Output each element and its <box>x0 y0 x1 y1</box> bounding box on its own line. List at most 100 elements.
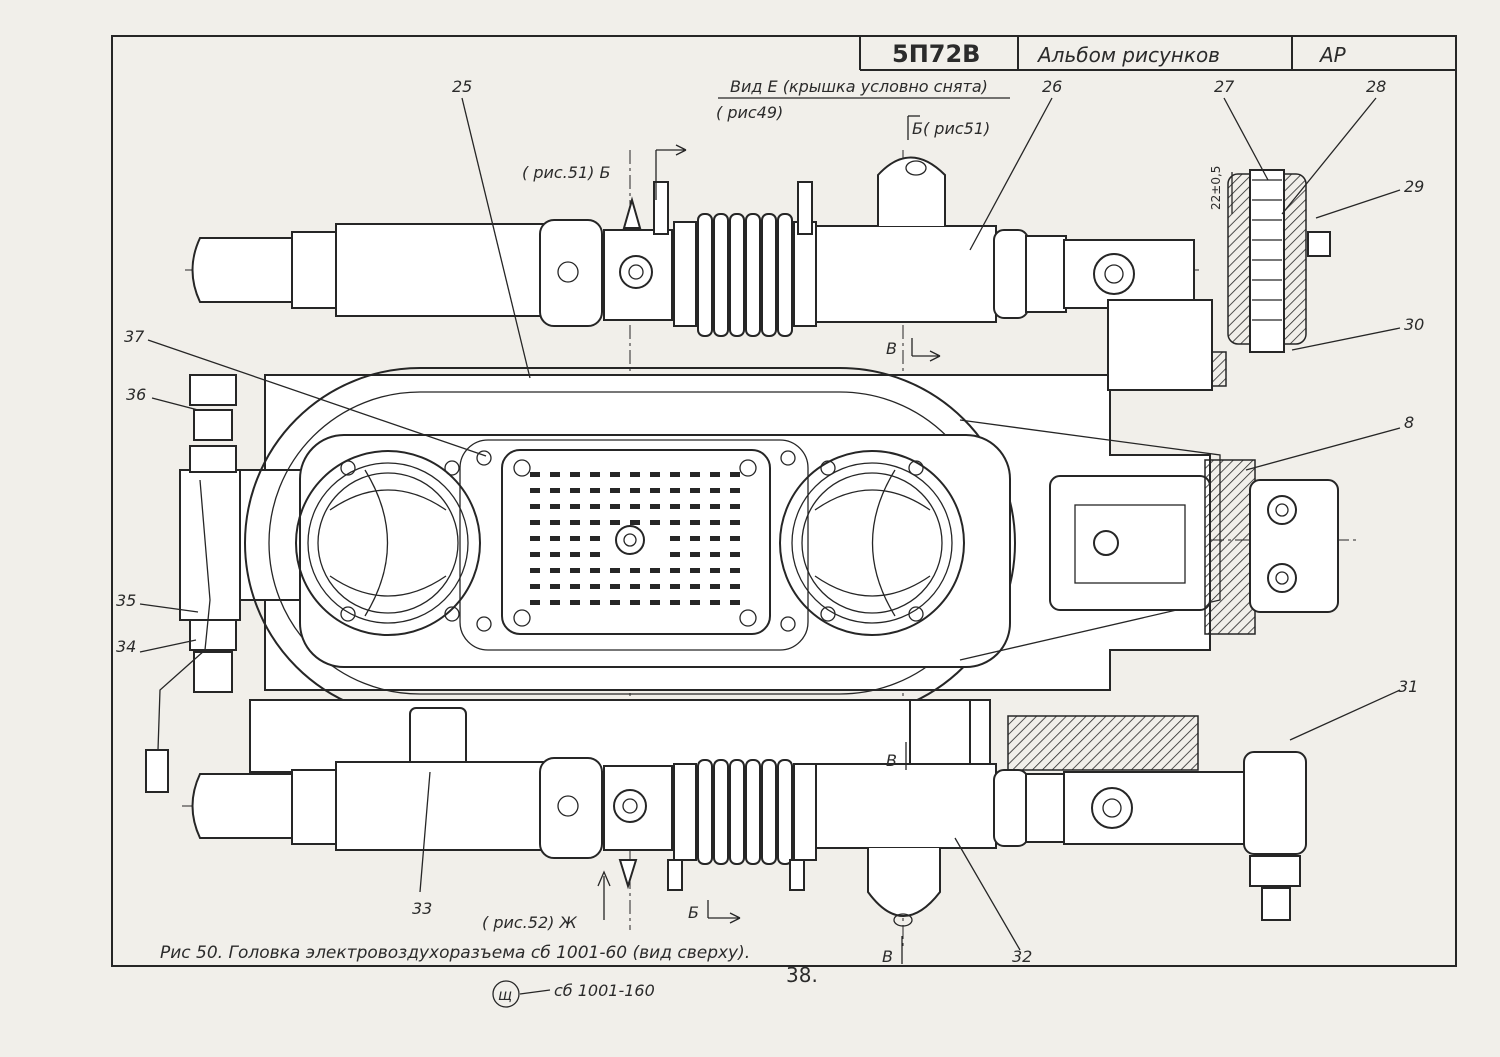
contact-pin <box>530 568 540 573</box>
contact-pin <box>670 536 680 541</box>
contact-pin <box>670 568 680 573</box>
contact-pin <box>610 600 620 605</box>
callout-8: 8 <box>1404 413 1414 432</box>
contact-pin <box>530 488 540 493</box>
title-code: 5П72В <box>892 40 980 68</box>
contact-pin <box>570 584 580 589</box>
section-ref-v-mid: В <box>886 339 897 358</box>
contact-pin <box>670 504 680 509</box>
contact-pin <box>690 584 700 589</box>
contact-pin <box>650 584 660 589</box>
right-porthole <box>779 450 965 636</box>
contact-pin <box>550 584 560 589</box>
dim-label: 22±0,5 <box>1209 166 1223 210</box>
callout-33: 33 <box>412 899 432 918</box>
callout-35: 35 <box>116 591 136 610</box>
contact-pin-grid <box>530 472 740 605</box>
contact-pin <box>550 536 560 541</box>
stamp-mark: щ <box>498 986 512 1004</box>
contact-pin <box>670 552 680 557</box>
contact-pin <box>530 520 540 525</box>
contact-pin <box>730 584 740 589</box>
contact-pin <box>690 504 700 509</box>
contact-pin <box>590 520 600 525</box>
view-note-line1: Вид Е (крышка условно снята) <box>730 77 988 96</box>
right-terminal-block <box>1049 459 1339 635</box>
figure-caption: Рис 50. Головка электровоздухоразъема сб… <box>160 943 750 963</box>
contact-pin <box>590 568 600 573</box>
contact-pin <box>630 568 640 573</box>
contact-pin <box>610 488 620 493</box>
contact-pin <box>570 488 580 493</box>
callout-28: 28 <box>1366 77 1386 96</box>
title-block: 5П72В Альбом рисунков АР <box>859 36 1456 71</box>
callout-34: 34 <box>116 637 136 656</box>
page-number: 38. <box>786 963 818 987</box>
contact-pin <box>670 520 680 525</box>
contact-pin <box>550 568 560 573</box>
contact-pin <box>630 584 640 589</box>
contact-pin <box>730 504 740 509</box>
contact-pin <box>570 568 580 573</box>
contact-pin <box>550 552 560 557</box>
section-ref-b-side: ( рис.51) Б <box>522 163 610 182</box>
stamp-code: сб 1001-160 <box>554 981 655 1000</box>
contact-pin <box>530 536 540 541</box>
contact-pin <box>630 472 640 477</box>
contact-pin <box>730 568 740 573</box>
contact-pin <box>650 488 660 493</box>
contact-pin <box>610 584 620 589</box>
left-bracket <box>145 374 241 793</box>
title-mark: АР <box>1318 43 1347 67</box>
section-ref-b-bottom: Б <box>688 903 699 922</box>
contact-pin <box>550 472 560 477</box>
contact-pin <box>550 520 560 525</box>
contact-pin <box>730 488 740 493</box>
contact-pin <box>590 472 600 477</box>
contact-pin <box>710 536 720 541</box>
contact-pin <box>730 520 740 525</box>
contact-pin <box>670 472 680 477</box>
contact-pin <box>710 600 720 605</box>
left-porthole <box>295 450 481 636</box>
contact-pin <box>670 600 680 605</box>
contact-pin <box>610 472 620 477</box>
section-ref-v-bottom: В <box>882 947 893 966</box>
contact-pin <box>590 504 600 509</box>
callout-32: 32 <box>1012 947 1032 966</box>
callout-31: 31 <box>1398 677 1418 696</box>
section-ref-b-top: Б( рис51) <box>912 119 990 138</box>
callout-37: 37 <box>124 327 145 346</box>
leader-lines <box>139 97 1401 964</box>
contact-pin <box>690 600 700 605</box>
contact-pin <box>590 552 600 557</box>
contact-pin <box>730 552 740 557</box>
contact-pin <box>710 552 720 557</box>
contact-pin <box>550 488 560 493</box>
contact-pin <box>690 520 700 525</box>
contact-pin <box>730 600 740 605</box>
callout-25: 25 <box>452 77 472 96</box>
view-note-line2: ( рис49) <box>716 103 783 122</box>
upper-pipe-assembly <box>191 156 1195 337</box>
contact-pin <box>710 584 720 589</box>
contact-block <box>459 439 809 651</box>
contact-pin <box>650 600 660 605</box>
contact-pin <box>570 552 580 557</box>
drawing-frame <box>111 35 1457 967</box>
callout-36: 36 <box>126 385 146 404</box>
contact-pin <box>710 488 720 493</box>
contact-pin <box>550 600 560 605</box>
contact-pin <box>530 584 540 589</box>
callout-27: 27 <box>1214 77 1235 96</box>
callout-29: 29 <box>1404 177 1424 196</box>
lower-pipe-assembly <box>191 699 1307 927</box>
section-ref-v-low: В <box>886 751 897 770</box>
contact-pin <box>650 568 660 573</box>
contact-pin <box>570 600 580 605</box>
contact-pin <box>570 536 580 541</box>
title-album: Альбом рисунков <box>1036 43 1220 67</box>
callout-30: 30 <box>1404 315 1424 334</box>
contact-pin <box>570 472 580 477</box>
contact-pin <box>630 520 640 525</box>
